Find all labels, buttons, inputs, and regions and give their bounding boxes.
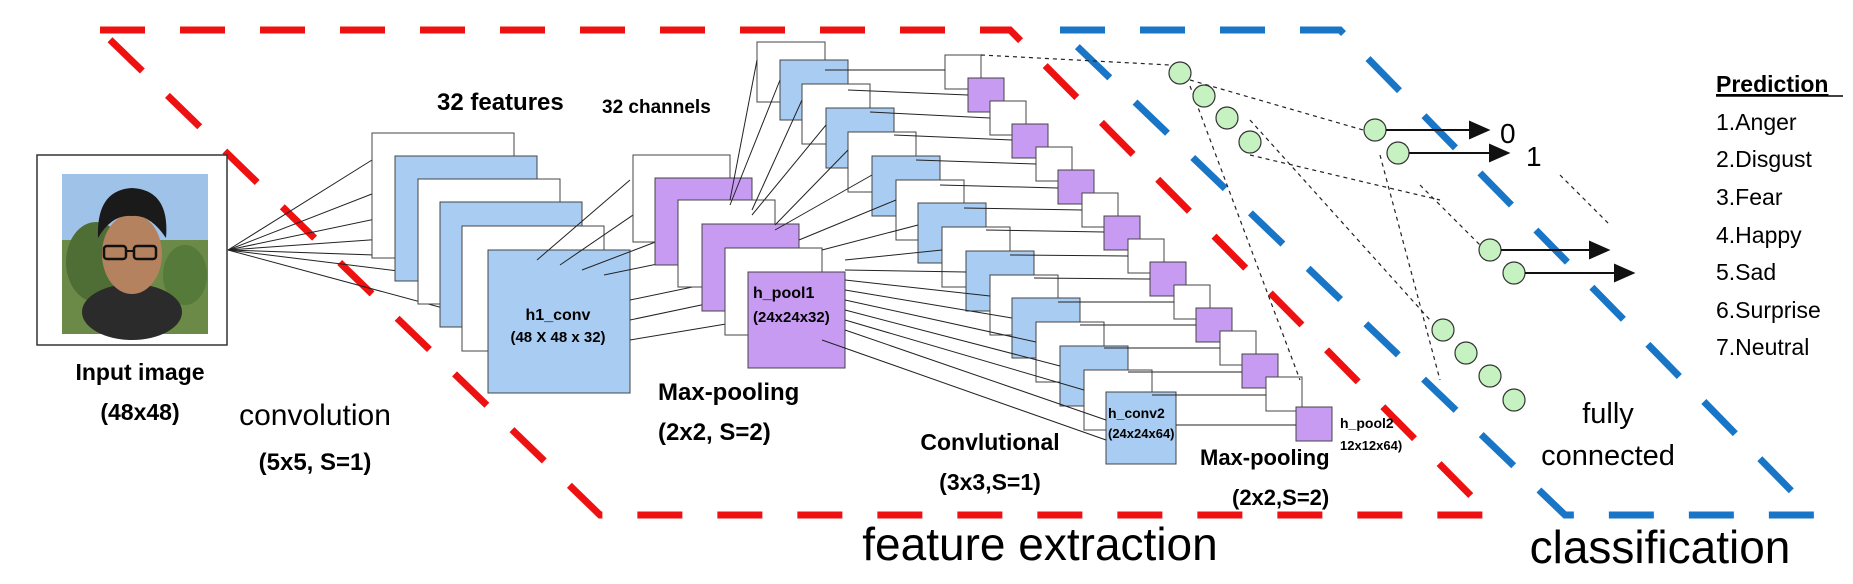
prediction-title: Prediction (1716, 71, 1828, 97)
pool1-params: (2x2, S=2) (658, 419, 771, 446)
pool2-title: Max-pooling (1200, 445, 1330, 470)
prediction-item: 1.Anger (1716, 109, 1797, 135)
output-label-1: 1 (1526, 141, 1542, 172)
features-label: 32 features (437, 89, 564, 116)
conv1-title: convolution (239, 399, 391, 432)
fc-nodes (1168, 61, 1526, 412)
classification-label: classification (1530, 521, 1791, 573)
feature-extraction-label: feature extraction (862, 518, 1217, 570)
output-label-0: 0 (1500, 118, 1516, 149)
pool1-title: Max-pooling (658, 379, 799, 406)
prediction-legend: Prediction 1.Anger 2.Disgust 3.Fear 4.Ha… (1716, 71, 1843, 360)
input-image (36, 154, 228, 346)
conv1-layer-dims: (48 X 48 x 32) (510, 329, 605, 346)
conv2-layer-name: h_conv2 (1108, 405, 1165, 421)
pool1-layer-name: h_pool1 (753, 285, 814, 302)
prediction-item: 5.Sad (1716, 259, 1776, 285)
pool2-map-stack (944, 54, 1333, 442)
pool1-map-stack (632, 154, 846, 369)
pool1-conv2-connection-lines (729, 59, 1107, 441)
conv2-params: (3x3,S=1) (939, 469, 1041, 495)
pool2-params: (2x2,S=2) (1232, 485, 1329, 510)
prediction-item: 4.Happy (1716, 222, 1802, 248)
conv1-feature-map-stack (371, 132, 631, 394)
fc-dashed-lines (980, 54, 1611, 381)
classification-region (1051, 26, 1824, 519)
prediction-item: 3.Fear (1716, 184, 1783, 210)
fc-title-line2: connected (1541, 440, 1675, 472)
pool2-layer-name: h_pool2 (1340, 415, 1394, 431)
conv1-params: (5x5, S=1) (259, 449, 372, 476)
conv2-layer-dims: (24x24x64) (1108, 426, 1175, 441)
output-arrows (1386, 120, 1636, 283)
channels-label: 32 channels (602, 97, 711, 118)
conv2-title: Convlutional (920, 429, 1059, 455)
input-image-size: (48x48) (100, 399, 179, 425)
fc-title-line1: fully (1582, 398, 1634, 430)
conv2-pool2-connection-lines (825, 69, 1296, 426)
pool1-layer-dims: (24x24x32) (753, 309, 830, 326)
prediction-item: 7.Neutral (1716, 334, 1809, 360)
prediction-item: 2.Disgust (1716, 146, 1812, 172)
input-image-title: Input image (75, 359, 204, 385)
prediction-item: 6.Surprise (1716, 297, 1821, 323)
pool2-layer-dims: 12x12x64) (1340, 438, 1402, 453)
conv2-feature-map-stack (756, 41, 1177, 465)
conv1-layer-name: h1_conv (526, 307, 591, 324)
